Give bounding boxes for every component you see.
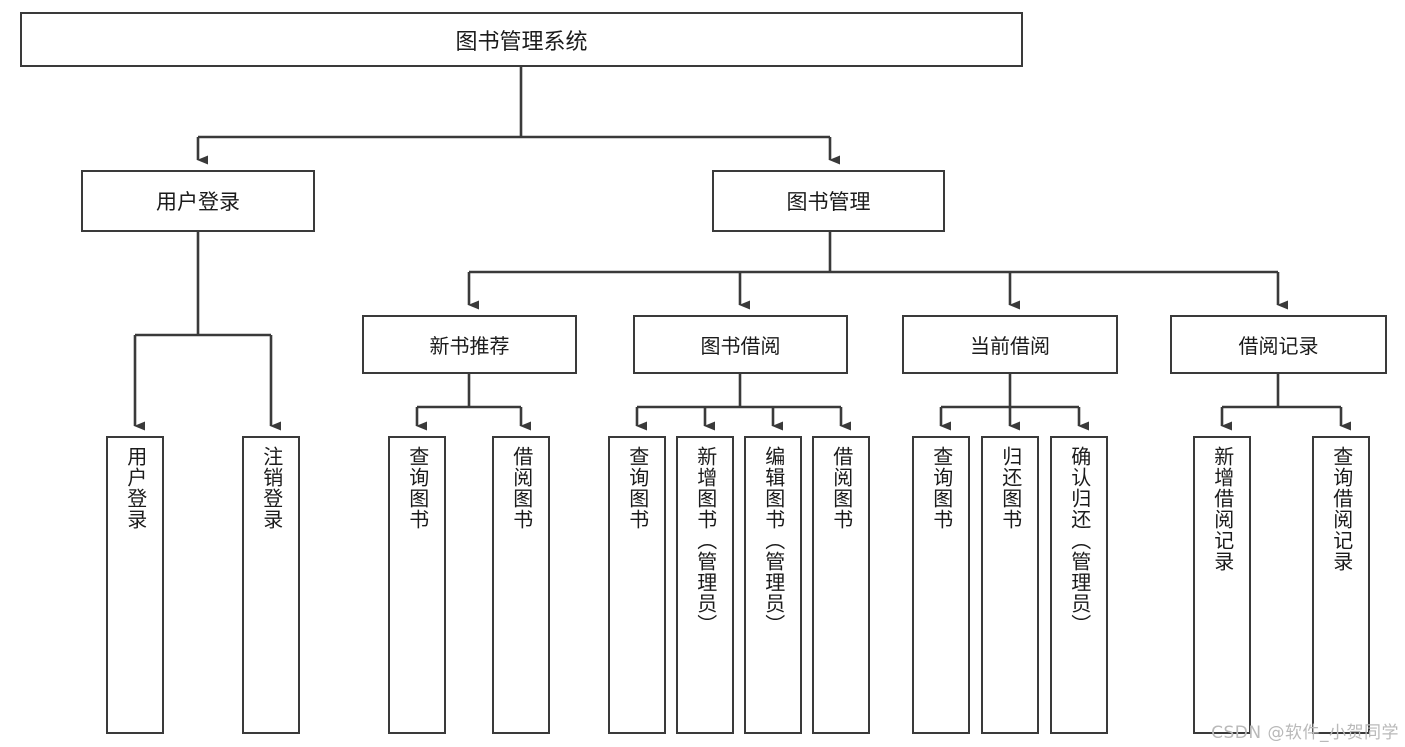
leaf-query-record[interactable]: 查询借阅记录: [1312, 436, 1370, 734]
node-root[interactable]: 图书管理系统: [20, 12, 1023, 67]
node-borrow-record-label: 借阅记录: [1238, 334, 1319, 358]
leaf-borrow-book-2-label: 借阅图书: [829, 446, 854, 530]
node-book-manage[interactable]: 图书管理: [712, 170, 945, 232]
leaf-logout-label: 注销登录: [259, 446, 284, 530]
node-user-login-label: 用户登录: [156, 190, 240, 214]
node-book-manage-label: 图书管理: [786, 190, 871, 214]
node-root-label: 图书管理系统: [455, 29, 588, 55]
leaf-user-login-label: 用户登录: [123, 446, 148, 530]
leaf-add-book[interactable]: 新增图书（管理员）: [676, 436, 734, 734]
leaf-return-book-label: 归还图书: [998, 446, 1023, 530]
leaf-edit-book[interactable]: 编辑图书（管理员）: [744, 436, 802, 734]
leaf-query-book-2[interactable]: 查询图书: [608, 436, 666, 734]
csdn-watermark: CSDN @软件_小贺同学: [1211, 723, 1399, 743]
leaf-query-book-3[interactable]: 查询图书: [912, 436, 970, 734]
leaf-edit-book-label: 编辑图书（管理员）: [761, 446, 786, 635]
leaf-add-record-label: 新增借阅记录: [1210, 446, 1235, 572]
leaf-user-login[interactable]: 用户登录: [106, 436, 164, 734]
leaf-add-book-label: 新增图书（管理员）: [693, 446, 718, 635]
node-book-borrow-label: 图书借阅: [700, 334, 781, 358]
leaf-return-book[interactable]: 归还图书: [981, 436, 1039, 734]
node-current-borrow[interactable]: 当前借阅: [902, 315, 1118, 374]
leaf-query-book-1-label: 查询图书: [405, 446, 430, 530]
leaf-borrow-book-2[interactable]: 借阅图书: [812, 436, 870, 734]
leaf-confirm-return-label: 确认归还（管理员）: [1067, 446, 1092, 635]
node-user-login[interactable]: 用户登录: [81, 170, 315, 232]
leaf-query-book-2-label: 查询图书: [625, 446, 650, 530]
leaf-borrow-book-1-label: 借阅图书: [509, 446, 534, 530]
leaf-confirm-return[interactable]: 确认归还（管理员）: [1050, 436, 1108, 734]
node-borrow-record[interactable]: 借阅记录: [1170, 315, 1387, 374]
node-new-book-rec[interactable]: 新书推荐: [362, 315, 577, 374]
leaf-query-book-1[interactable]: 查询图书: [388, 436, 446, 734]
leaf-logout[interactable]: 注销登录: [242, 436, 300, 734]
node-book-borrow[interactable]: 图书借阅: [633, 315, 848, 374]
leaf-query-book-3-label: 查询图书: [929, 446, 954, 530]
node-current-borrow-label: 当前借阅: [970, 334, 1050, 358]
leaf-add-record[interactable]: 新增借阅记录: [1193, 436, 1251, 734]
leaf-borrow-book-1[interactable]: 借阅图书: [492, 436, 550, 734]
leaf-query-record-label: 查询借阅记录: [1329, 446, 1354, 572]
node-new-book-rec-label: 新书推荐: [429, 334, 510, 358]
